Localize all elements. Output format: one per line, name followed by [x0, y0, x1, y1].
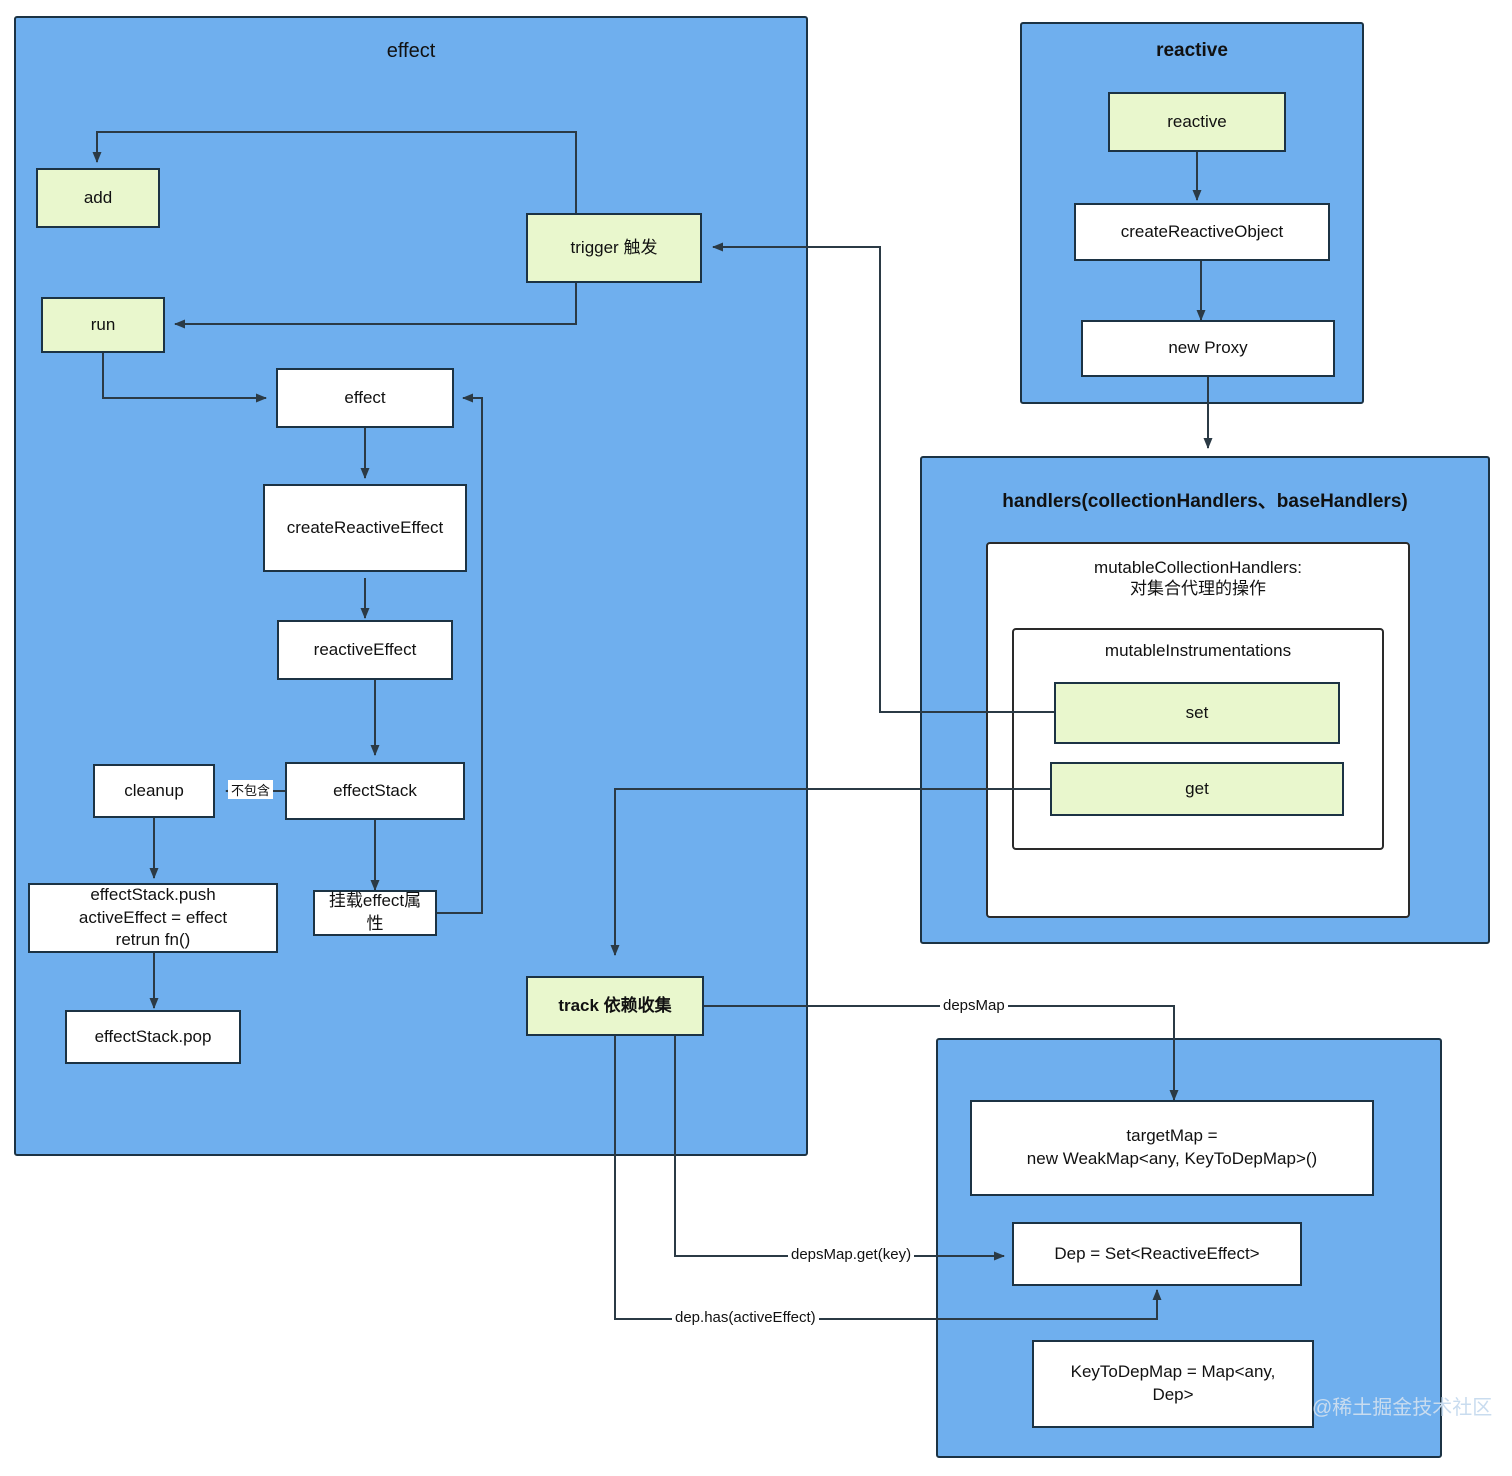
watermark: @稀土掘金技术社区	[1312, 1397, 1493, 1419]
node-effect[interactable]: effect	[276, 368, 454, 428]
node-effect-stack-push[interactable]: effectStack.push activeEffect = effect r…	[28, 883, 278, 953]
node-mount-effect-props[interactable]: 挂载effect属 性	[313, 890, 437, 936]
group-mutable-instrumentations-title: mutableInstrumentations	[1104, 641, 1292, 660]
edge-label-not-contain: 不包含	[228, 780, 274, 799]
node-create-reactive-effect[interactable]: createReactiveEffect	[263, 484, 467, 572]
node-run[interactable]: run	[41, 297, 165, 353]
node-trigger[interactable]: trigger 触发	[526, 213, 702, 283]
node-add[interactable]: add	[36, 168, 160, 228]
node-effect-stack-pop[interactable]: effectStack.pop	[65, 1010, 241, 1064]
group-mch-line2: 对集合代理的操作	[1130, 579, 1266, 598]
node-dep[interactable]: Dep = Set<ReactiveEffect>	[1012, 1222, 1302, 1286]
node-reactive-effect[interactable]: reactiveEffect	[277, 620, 453, 680]
node-get[interactable]: get	[1050, 762, 1344, 816]
node-track[interactable]: track 依赖收集	[526, 976, 704, 1036]
edge-label-dep-has-active-effect: dep.has(activeEffect)	[672, 1309, 819, 1326]
node-effect-stack[interactable]: effectStack	[285, 762, 465, 820]
node-reactive[interactable]: reactive	[1108, 92, 1286, 152]
node-target-map[interactable]: targetMap = new WeakMap<any, KeyToDepMap…	[970, 1100, 1374, 1196]
node-create-reactive-object[interactable]: createReactiveObject	[1074, 203, 1330, 261]
group-mch-line1: mutableCollectionHandlers:	[1094, 558, 1302, 577]
node-key-to-dep-map[interactable]: KeyToDepMap = Map<any, Dep>	[1032, 1340, 1314, 1428]
panel-reactive-title: reactive	[1156, 40, 1228, 61]
node-set[interactable]: set	[1054, 682, 1340, 744]
panel-handlers-title: handlers(collectionHandlers、baseHandlers…	[1002, 491, 1408, 512]
node-new-proxy[interactable]: new Proxy	[1081, 320, 1335, 377]
panel-effect-title: effect	[386, 40, 436, 62]
edge-label-deps-map-get-key: depsMap.get(key)	[788, 1246, 915, 1263]
edge-label-deps-map: depsMap	[940, 997, 1008, 1014]
node-cleanup[interactable]: cleanup	[93, 764, 215, 818]
